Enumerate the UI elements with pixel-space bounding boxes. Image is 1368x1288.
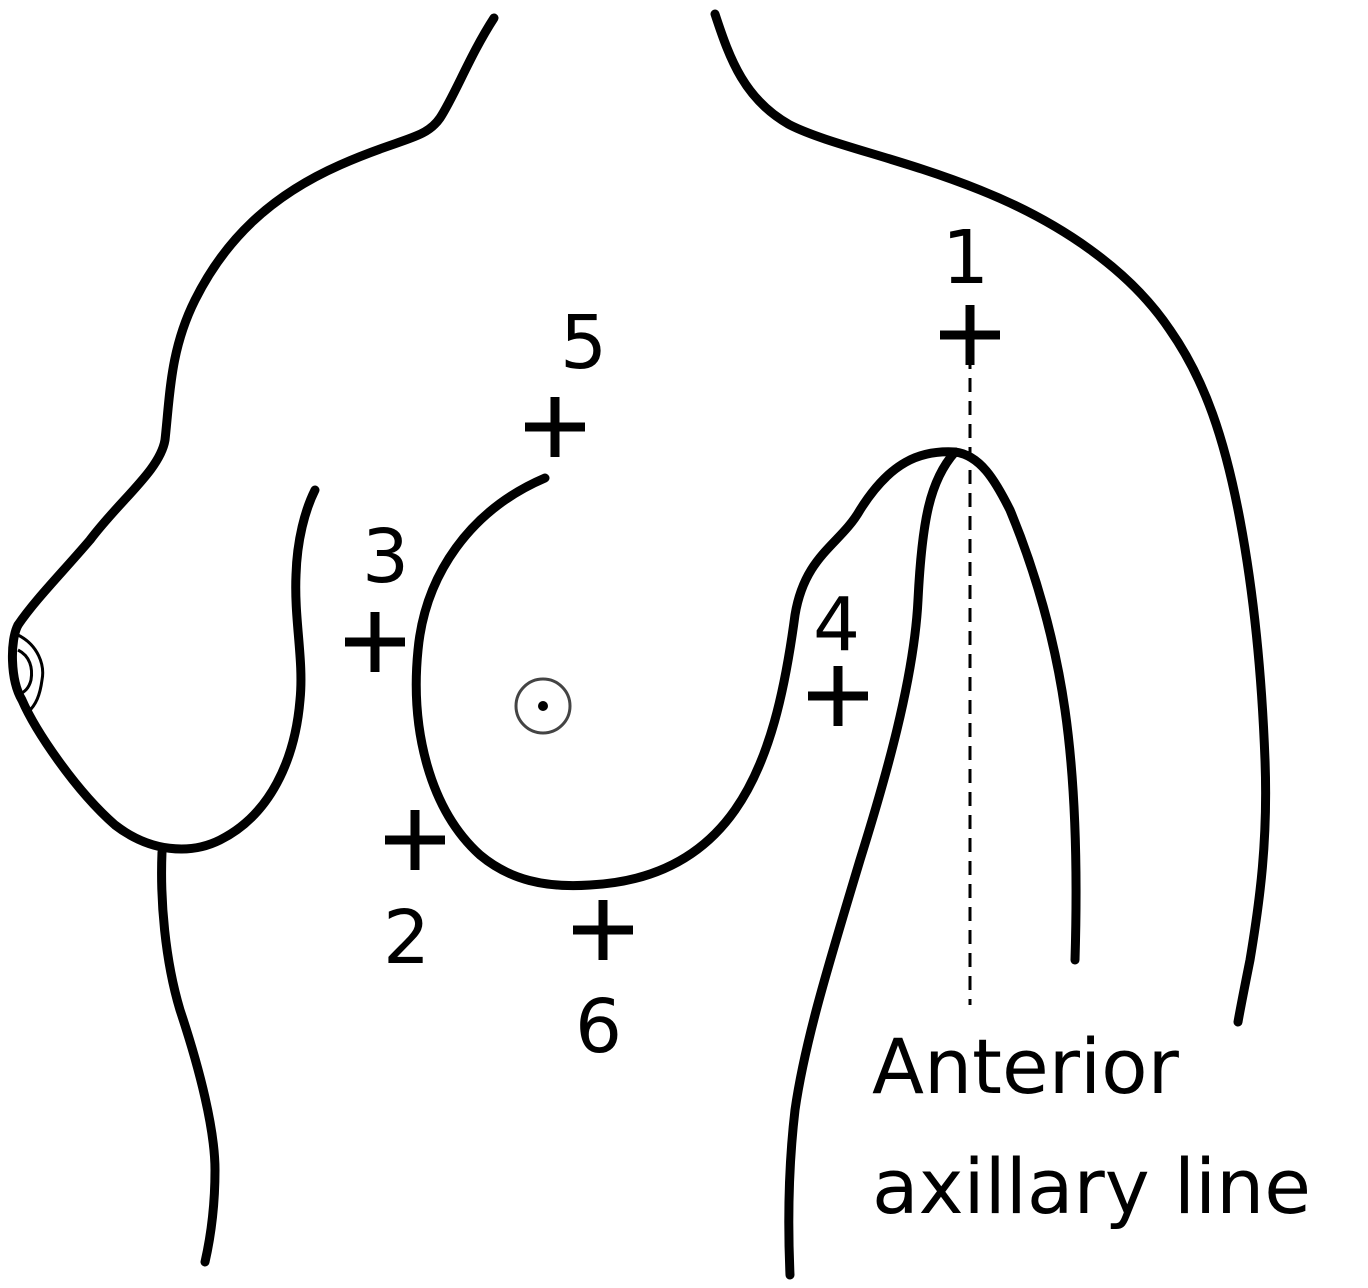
marker-label-3: 3 <box>362 514 409 600</box>
shoulder-right-outline <box>715 14 1266 1022</box>
axillary-line-caption-line1: Anterior <box>872 1022 1180 1111</box>
marker-label-2: 2 <box>383 895 430 981</box>
marker-label-6: 6 <box>575 984 622 1070</box>
inner-arm-outline <box>955 452 1076 960</box>
marker-cross-3 <box>345 612 405 672</box>
marker-cross-5 <box>525 397 585 457</box>
marker-label-1: 1 <box>942 215 989 301</box>
profile-breast-outline <box>12 490 315 849</box>
marker-cross-1 <box>940 305 1000 365</box>
torso-left-lower-outline <box>162 852 215 1262</box>
marker-label-5: 5 <box>560 300 607 386</box>
marker-cross-2 <box>385 810 445 870</box>
marker-label-4: 4 <box>813 582 860 668</box>
marker-cross-4 <box>808 666 868 726</box>
marker-cross-6 <box>573 900 633 960</box>
torso-left-outline <box>18 18 494 625</box>
nipple-icon <box>516 679 570 733</box>
axillary-line-caption-line2: axillary line <box>872 1142 1311 1231</box>
